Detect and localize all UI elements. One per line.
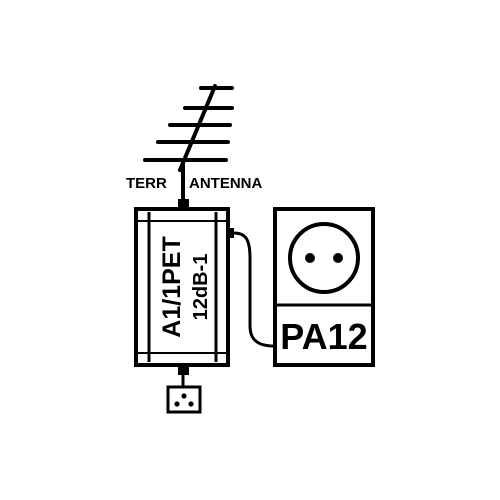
antenna-feed-connector — [178, 199, 189, 209]
antenna-label-terr: TERR — [126, 175, 167, 192]
power-supply-label: PA12 — [280, 316, 367, 357]
tv-outlet-icon — [166, 385, 202, 414]
terrestrial-antenna-icon — [143, 84, 234, 207]
output-connector — [178, 365, 189, 375]
power-supply-unit: PA12 — [273, 207, 375, 367]
amplifier-gain-label: 12dB-1 — [190, 254, 212, 321]
power-cable — [233, 231, 275, 348]
antenna-label-antenna: ANTENNA — [189, 175, 262, 192]
amplifier-model-label: A1/1PET — [158, 236, 186, 337]
power-input-connector — [227, 228, 234, 238]
amplifier-box: A1/1PET 12dB-1 — [134, 207, 230, 367]
power-socket-icon — [288, 222, 360, 294]
